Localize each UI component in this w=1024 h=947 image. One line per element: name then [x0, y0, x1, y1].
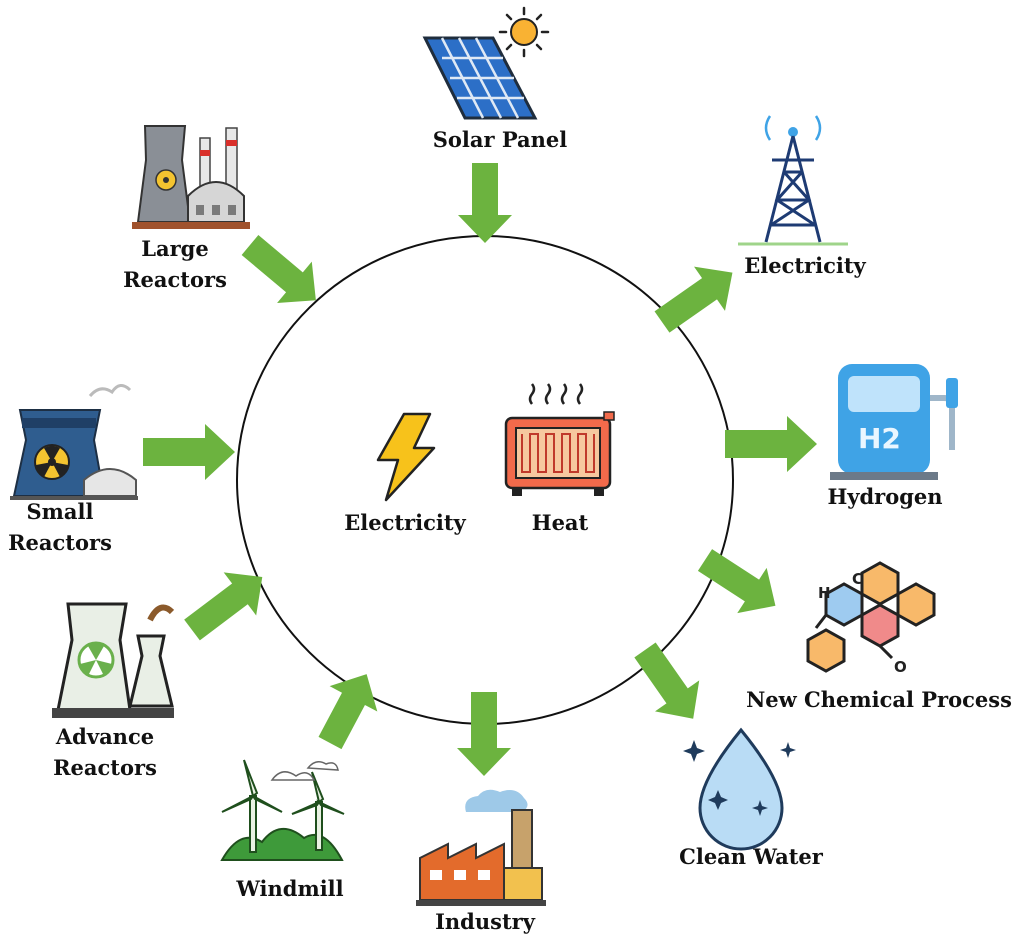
water-drop-icon	[683, 727, 796, 851]
label-industry: Industry	[435, 909, 535, 934]
arrow-hub-to-clean-water	[634, 642, 700, 719]
sun-icon	[498, 6, 550, 58]
arrow-advance-reactors-to-hub	[184, 572, 263, 641]
windmill-icon	[220, 759, 345, 861]
label-small-reactors-line2: Reactors	[8, 530, 112, 555]
arrow-hub-to-chemical	[697, 549, 776, 614]
label-advance-reactors-line2: Reactors	[53, 755, 157, 780]
heater-icon	[504, 383, 615, 496]
arrow-solar-to-hub	[458, 163, 512, 243]
small-reactors-icon	[10, 384, 138, 500]
label-advance-reactors-line1: Advance	[55, 724, 155, 749]
label-center-heat: Heat	[531, 510, 589, 535]
label-electricity-output: Electricity	[744, 253, 866, 278]
label-center-electricity: Electricity	[344, 510, 466, 535]
advance-reactors-icon	[52, 602, 175, 718]
label-advance-reactors: Advance Reactors	[40, 721, 170, 783]
label-small-reactors: Small Reactors	[0, 496, 120, 558]
label-solar-panel: Solar Panel	[432, 127, 568, 152]
arrow-small-reactors-to-hub	[143, 424, 235, 480]
label-clean-water: Clean Water	[679, 844, 823, 869]
industry-icon	[416, 789, 546, 906]
atom-label-c: C	[852, 570, 863, 588]
arrow-hub-to-hydrogen	[725, 416, 817, 472]
label-hydrogen: Hydrogen	[827, 484, 943, 509]
label-large-reactors-line2: Reactors	[123, 267, 227, 292]
arrow-windmill-to-hub	[318, 674, 378, 750]
atom-label-h: H	[818, 584, 831, 602]
hydrogen-station-icon: H2	[830, 364, 958, 480]
lightning-bolt-icon	[376, 412, 436, 502]
arrow-large-reactors-to-hub	[241, 235, 316, 303]
hydrogen-symbol: H2	[858, 422, 901, 455]
electricity-tower-icon	[738, 115, 848, 246]
large-reactors-icon	[132, 125, 250, 229]
label-windmill: Windmill	[236, 876, 344, 901]
chemical-molecule-icon: H C O	[806, 561, 936, 676]
atom-label-o: O	[894, 658, 907, 676]
label-large-reactors: Large Reactors	[110, 233, 240, 295]
label-large-reactors-line1: Large	[141, 236, 209, 261]
arrow-hub-to-industry	[457, 692, 511, 776]
label-small-reactors-line1: Small	[26, 499, 94, 524]
label-new-chemical-process: New Chemical Process	[746, 687, 1012, 712]
solar-panel-icon	[422, 6, 550, 120]
arrow-hub-to-electricity	[654, 266, 733, 333]
